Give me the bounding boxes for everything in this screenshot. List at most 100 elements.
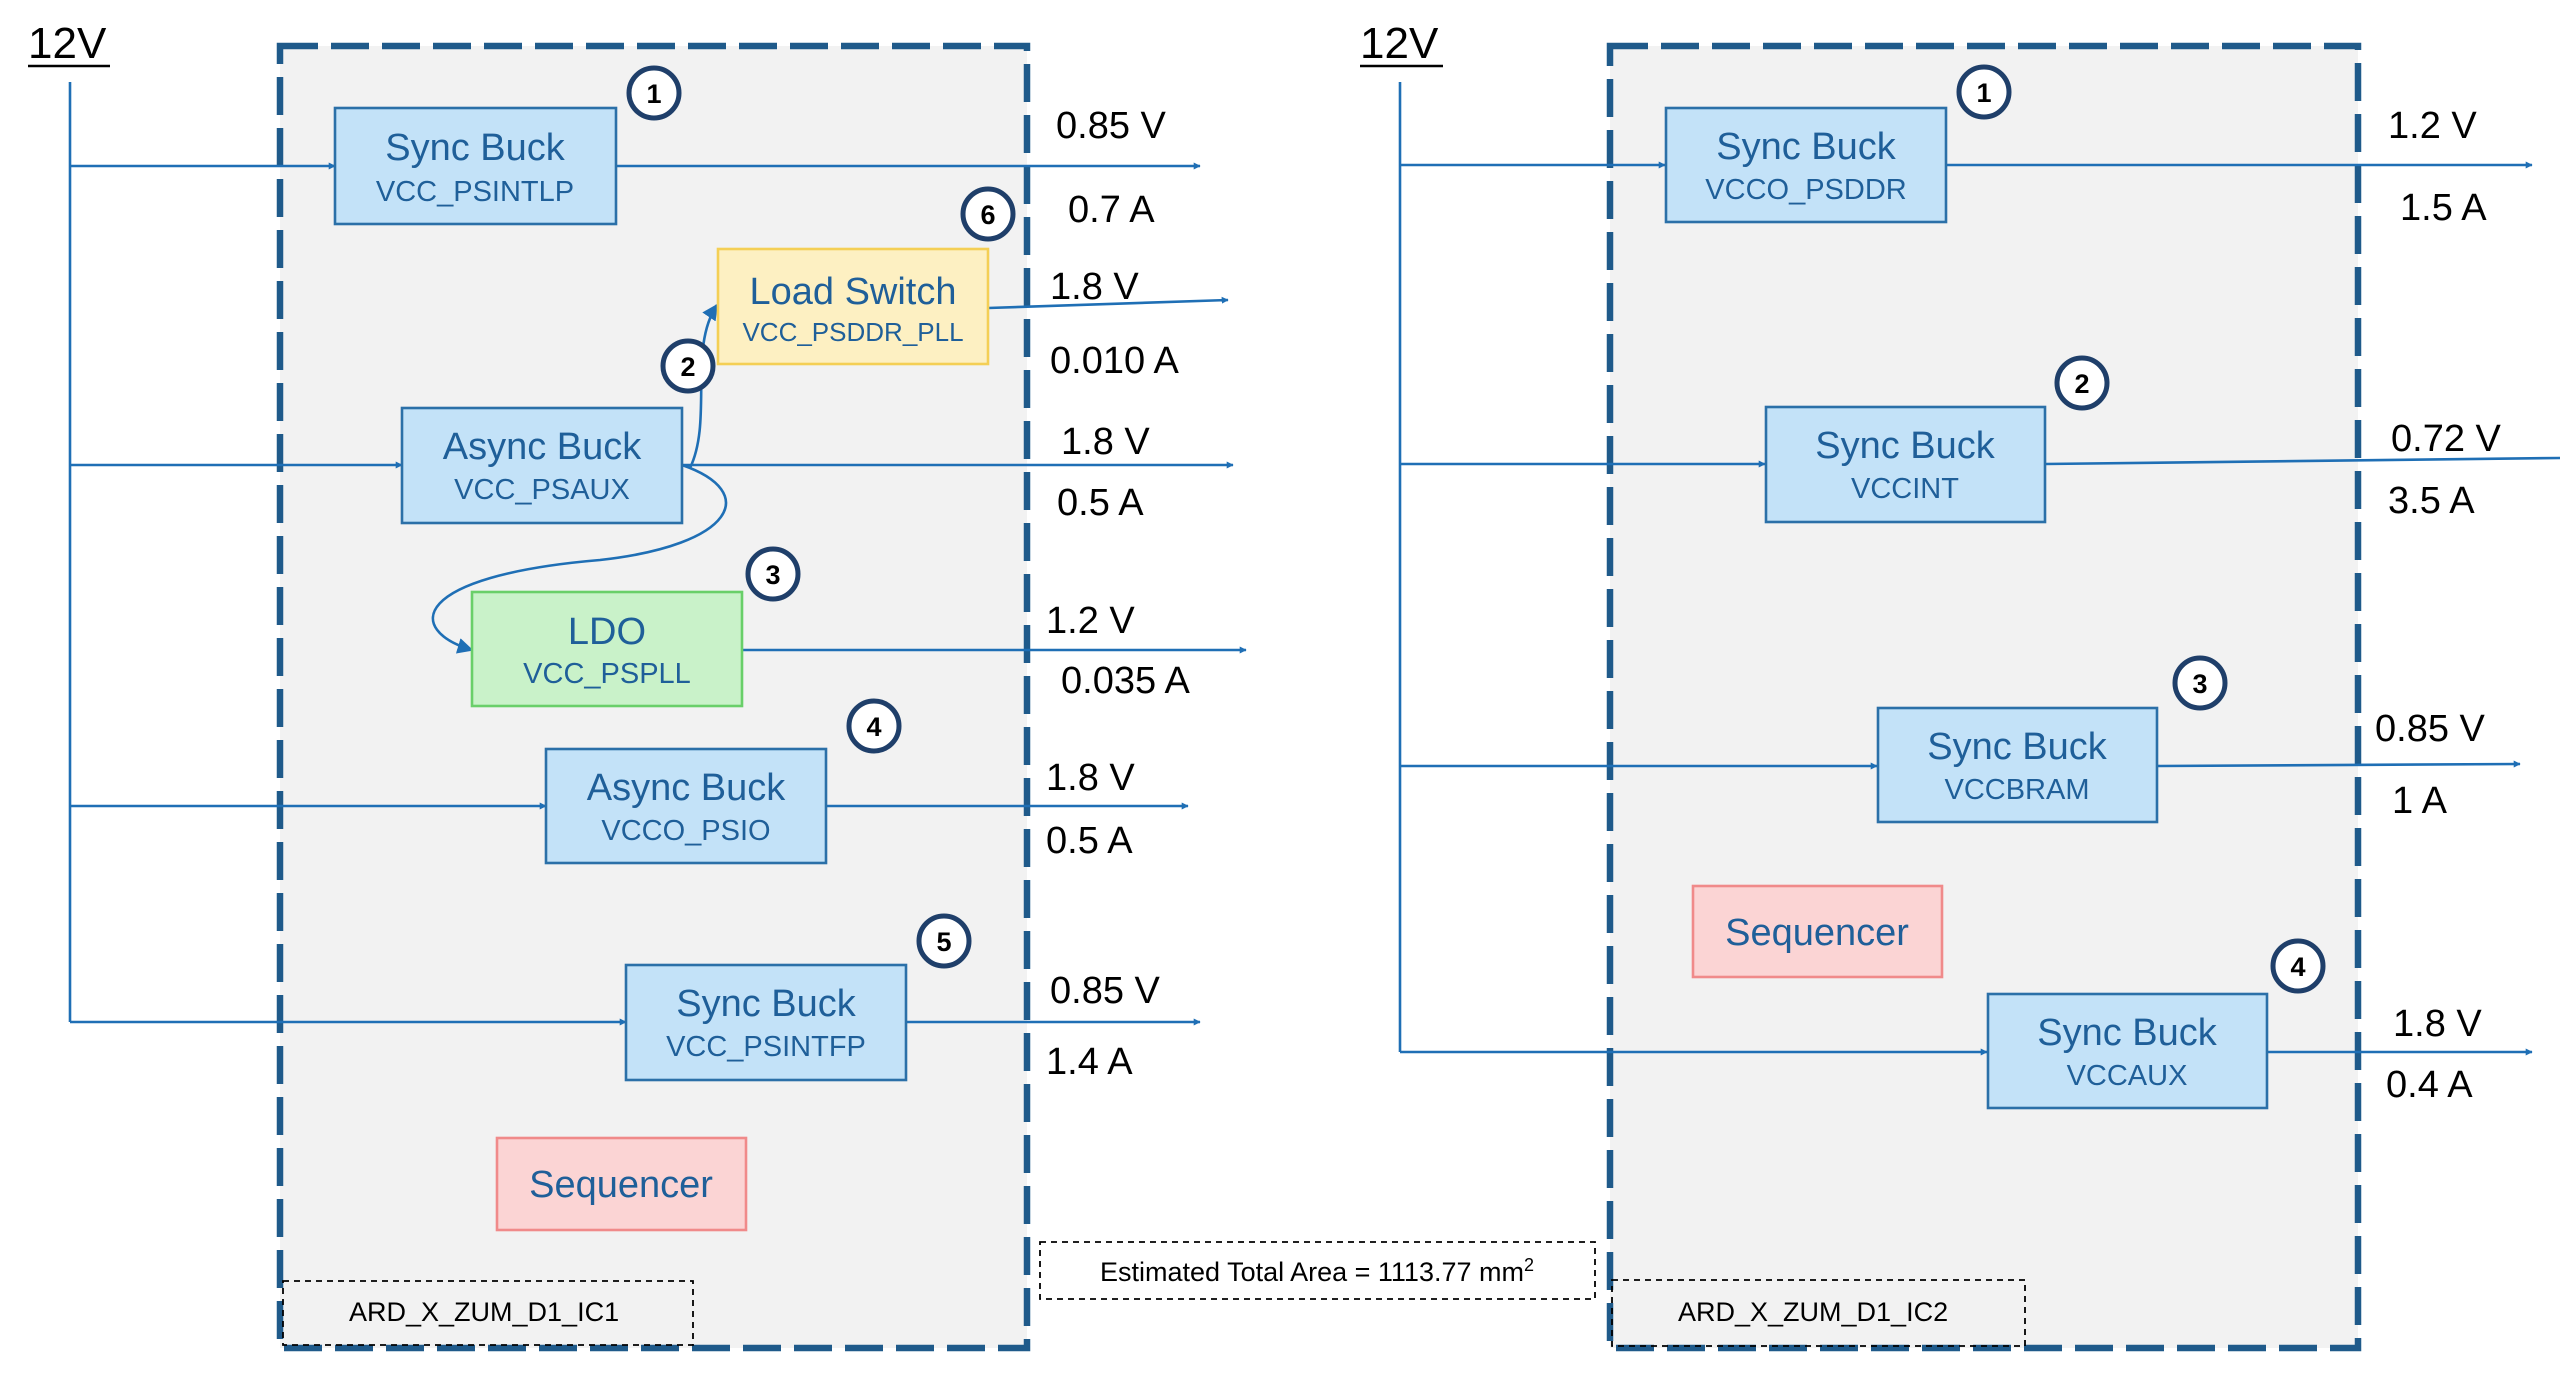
ic1-badges: 1 6 2 3 4 5 xyxy=(626,65,1016,969)
total-area-superscript: 2 xyxy=(1524,1255,1534,1275)
ic1-sequencer-label: Sequencer xyxy=(529,1164,713,1206)
ic1-sequencer-box xyxy=(495,1136,748,1232)
output-vcc-psddr-pll-voltage: 1.8 V xyxy=(1050,266,1139,308)
output-vccint-current: 3.5 A xyxy=(2388,480,2475,522)
output-vccbram-voltage: 0.85 V xyxy=(2375,708,2486,750)
output-vcc-psintfp-current: 1.4 A xyxy=(1046,1041,1133,1083)
block-vcc-psaux-type: Async Buck xyxy=(443,426,643,468)
output-vcc-psintlp-current: 0.7 A xyxy=(1068,189,1155,231)
ic2-sequencer: Sequencer xyxy=(1691,884,1944,979)
total-area-value: Estimated Total Area = 1113.77 mm xyxy=(1100,1257,1524,1287)
block-vcc-psintlp-type: Sync Buck xyxy=(385,127,566,169)
badge-vcc-pspll xyxy=(745,546,801,602)
output-vcc-psaux-current: 0.5 A xyxy=(1057,482,1144,524)
block-vcc-psddr-pll-box xyxy=(716,247,990,366)
ic2-sequencer-label: Sequencer xyxy=(1725,912,1909,954)
ic2-wiring xyxy=(1398,82,2560,1056)
block-vccbram-box xyxy=(1876,706,2159,824)
ic2-input-voltage: 12V xyxy=(1360,19,1439,68)
output-vcc-pspll-current: 0.035 A xyxy=(1061,660,1191,702)
badge-vccbram xyxy=(2172,655,2228,711)
total-area-text: Estimated Total Area = 1113.77 mm2 xyxy=(1100,1255,1534,1287)
badge-vcc-psaux-number: 2 xyxy=(680,352,695,382)
ic1-output-values: 0.85 V 0.7 A 1.8 V 0.010 A 1.8 V 0.5 A 1… xyxy=(1046,105,1191,1083)
output-vcc-psddr-pll-current: 0.010 A xyxy=(1050,340,1180,382)
block-vcc-psintfp-name: VCC_PSINTFP xyxy=(666,1031,866,1063)
block-vccbram-name: VCCBRAM xyxy=(1944,774,2089,806)
badge-vcc-psddr-pll-number: 6 xyxy=(980,200,995,230)
badge-vccaux xyxy=(2270,938,2326,994)
total-area-annotation: Estimated Total Area = 1113.77 mm2 xyxy=(1039,1241,1596,1300)
block-vcc-psintfp-type: Sync Buck xyxy=(676,983,857,1025)
block-vcco-psio-name: VCCO_PSIO xyxy=(601,815,770,847)
block-vcc-psddr-pll: Load Switch VCC_PSDDR_PLL xyxy=(716,247,990,366)
ic2-output-values: 1.2 V 1.5 A 0.72 V 3.5 A 0.85 V 1 A 1.8 … xyxy=(2375,105,2502,1106)
badge-vcc-pspll-number: 3 xyxy=(765,560,780,590)
badge-vccint xyxy=(2054,355,2110,411)
block-vcc-psddr-pll-name: VCC_PSDDR_PLL xyxy=(742,317,963,347)
badge-vcc-psintlp xyxy=(626,65,682,121)
badge-vccbram-number: 3 xyxy=(2192,669,2207,699)
block-vcc-psaux-name: VCC_PSAUX xyxy=(454,474,630,506)
block-vcc-psintfp: Sync Buck VCC_PSINTFP xyxy=(624,963,908,1082)
block-vccint-type: Sync Buck xyxy=(1815,425,1996,467)
block-vcc-psaux-box xyxy=(400,406,684,525)
badge-vcco-psio xyxy=(846,698,902,754)
ic2-label-box xyxy=(1611,1279,2026,1347)
block-vcco-psddr-type: Sync Buck xyxy=(1716,126,1897,168)
total-area-box xyxy=(1039,1241,1596,1300)
ic1-sequencer: Sequencer xyxy=(495,1136,748,1232)
output-vcc-psintlp-voltage: 0.85 V xyxy=(1056,105,1167,147)
badge-vcc-psintlp-number: 1 xyxy=(646,79,661,109)
block-vcco-psddr-box xyxy=(1664,106,1948,224)
block-vcco-psddr-name: VCCO_PSDDR xyxy=(1705,174,1906,206)
output-vcco-psio-current: 0.5 A xyxy=(1046,820,1133,862)
block-vcc-psintlp: Sync Buck VCC_PSINTLP xyxy=(333,106,618,226)
block-vccbram: Sync Buck VCCBRAM xyxy=(1876,706,2159,824)
badge-vcc-psaux xyxy=(660,338,716,394)
output-vccaux-voltage: 1.8 V xyxy=(2393,1003,2482,1045)
block-vcco-psio-type: Async Buck xyxy=(587,767,787,809)
block-vccint: Sync Buck VCCINT xyxy=(1764,405,2047,524)
ic1-label-box xyxy=(282,1280,694,1346)
block-vcc-pspll-type: LDO xyxy=(568,611,646,653)
output-vccbram-current: 1 A xyxy=(2392,780,2448,822)
output-vcco-psddr-voltage: 1.2 V xyxy=(2388,105,2477,147)
block-vcco-psio: Async Buck VCCO_PSIO xyxy=(544,747,828,865)
ic2-badges: 1 2 3 4 xyxy=(1956,64,2326,994)
block-vcc-pspll-name: VCC_PSPLL xyxy=(523,658,691,690)
ic1-wiring xyxy=(68,82,1247,1026)
ic2-boundary xyxy=(1606,42,2362,1352)
ic1-label: ARD_X_ZUM_D1_IC1 xyxy=(282,1280,694,1346)
badge-vcco-psddr xyxy=(1956,64,2012,120)
block-vcc-psintlp-name: VCC_PSINTLP xyxy=(376,176,574,208)
ic2-label: ARD_X_ZUM_D1_IC2 xyxy=(1611,1279,2026,1347)
output-vccint-voltage: 0.72 V xyxy=(2391,418,2502,460)
output-vccaux-current: 0.4 A xyxy=(2386,1064,2473,1106)
block-vccaux-box xyxy=(1986,992,2269,1110)
block-vccaux-name: VCCAUX xyxy=(2067,1060,2188,1092)
badge-vcc-psintfp xyxy=(916,913,972,969)
block-vccaux: Sync Buck VCCAUX xyxy=(1986,992,2269,1110)
block-vcc-pspll-box xyxy=(470,590,744,708)
block-vcco-psddr: Sync Buck VCCO_PSDDR xyxy=(1664,106,1948,224)
block-vcc-psintfp-box xyxy=(624,963,908,1082)
output-vcc-psintfp-voltage: 0.85 V xyxy=(1050,970,1161,1012)
badge-vcco-psddr-number: 1 xyxy=(1976,78,1991,108)
block-vccaux-type: Sync Buck xyxy=(2037,1012,2218,1054)
ic1-input-voltage: 12V xyxy=(28,19,107,68)
block-vcc-psintlp-box xyxy=(333,106,618,226)
output-vcc-pspll-voltage: 1.2 V xyxy=(1046,600,1135,642)
block-vcc-psddr-pll-type: Load Switch xyxy=(749,271,956,313)
output-vcco-psio-voltage: 1.8 V xyxy=(1046,757,1135,799)
ic1-label-text: ARD_X_ZUM_D1_IC1 xyxy=(349,1297,619,1327)
output-vcc-psaux-voltage: 1.8 V xyxy=(1061,421,1150,463)
badge-vccaux-number: 4 xyxy=(2290,952,2305,982)
block-vcc-psaux: Async Buck VCC_PSAUX xyxy=(400,406,684,525)
block-vcco-psio-box xyxy=(544,747,828,865)
output-vcco-psddr-current: 1.5 A xyxy=(2400,187,2487,229)
block-vccbram-type: Sync Buck xyxy=(1927,726,2108,768)
ic2-label-text: ARD_X_ZUM_D1_IC2 xyxy=(1678,1297,1948,1327)
badge-vcc-psddr-pll xyxy=(960,186,1016,242)
